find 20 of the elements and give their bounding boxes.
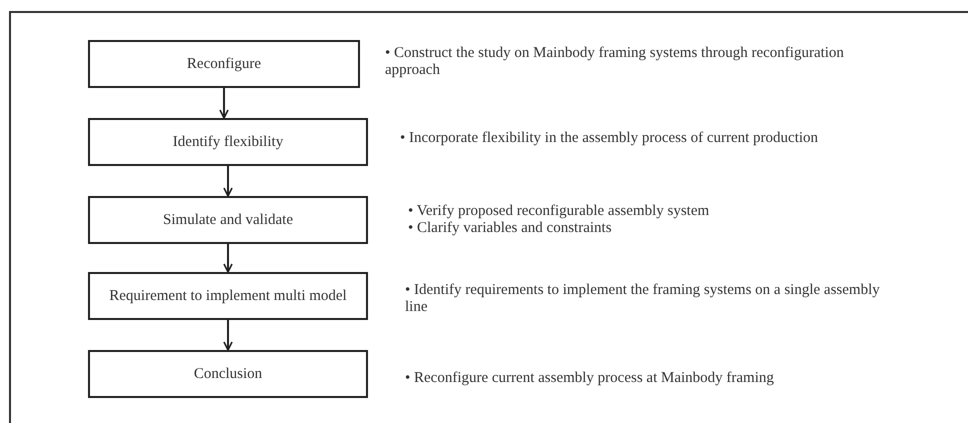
bullet-note: • Reconfigure current assembly process at Mainbody framing (405, 370, 775, 386)
bullet-note: • Construct the study on Mainbody framing systems through reconfiguration approach (385, 45, 845, 78)
process-box (88, 272, 368, 320)
arrow (219, 88, 229, 119)
bullet-note: • Identify requirements to implement the framing systems on a single assembly line (405, 282, 881, 315)
process-box (88, 196, 368, 244)
process-box (88, 40, 360, 88)
step-label: Identify flexibility (172, 134, 284, 150)
step-label: Simulate and validate (163, 212, 293, 228)
step-label: Reconfigure (186, 56, 262, 72)
arrow (223, 166, 233, 197)
bullet-note: • Incorporate flexibility in the assembly process of current production (400, 130, 820, 146)
process-box (88, 350, 368, 398)
arrow (223, 244, 233, 273)
bullet-note: • Verify proposed reconfigurable assembly system (408, 203, 710, 220)
arrow (223, 320, 233, 351)
process-box (88, 118, 368, 166)
step-label: Requirement to implement multi model (109, 288, 347, 304)
step-label: Conclusion (194, 366, 262, 382)
bullet-note: • Clarify variables and constraints (408, 220, 613, 236)
